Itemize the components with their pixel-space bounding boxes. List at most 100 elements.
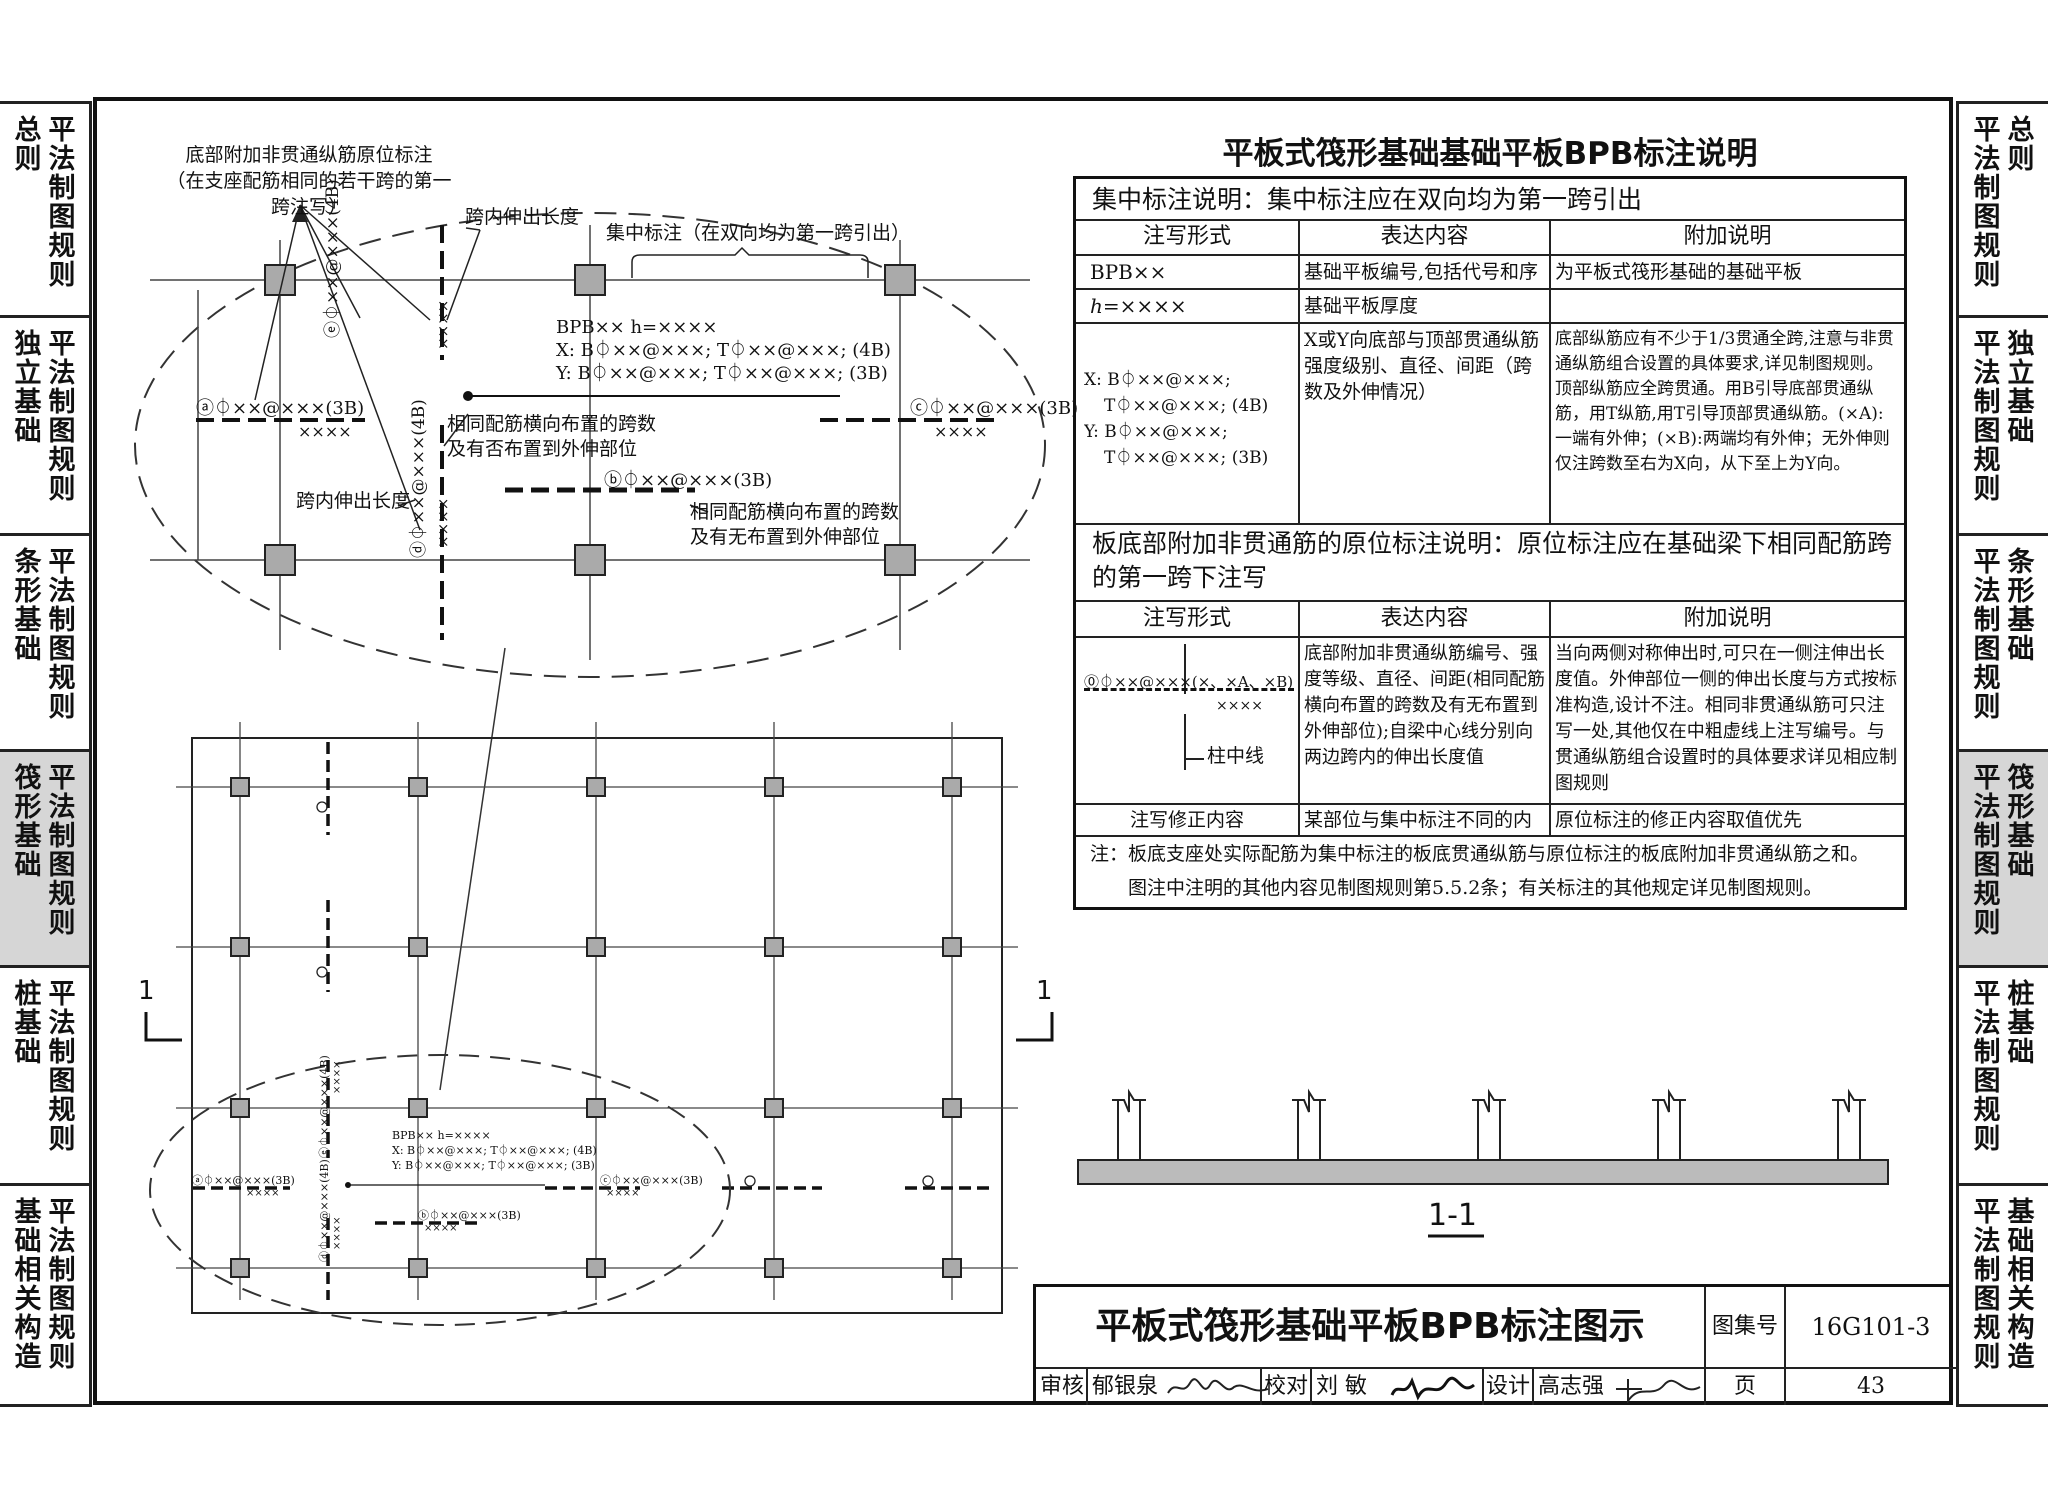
table-note-2: 图注中注明的其他内容见制图规则第5.5.2条；有关标注的其他规定详见制图规则。	[1128, 877, 1823, 899]
right-tab-text-b: 独立基础	[2007, 329, 2035, 447]
row4-form-label: ⓪⏀××@×××(×、×A、×B)	[1084, 673, 1294, 691]
tab-separator	[0, 1404, 92, 1407]
right-tab-2[interactable]: 平法制图规则独立基础	[1956, 318, 2048, 536]
row3-note: 底部纵筋应有不少于1/3贯通全跨,注意与非贯通纵筋组合设置的具体要求,详见制图规…	[1555, 329, 1894, 474]
section-cut-marks	[144, 1012, 1054, 1042]
detail-column	[574, 264, 606, 296]
row4-form: ⓪⏀××@×××(×、×A、×B) ×××× 柱中线	[1076, 638, 1298, 798]
left-tab-2[interactable]: 独立基础平法制图规则	[0, 318, 92, 536]
left-tab-text-b: 平法制图规则	[48, 763, 76, 939]
checker-signature	[1390, 1376, 1475, 1401]
tab-separator	[1956, 965, 2048, 968]
span-out-label-2: 跨内伸出长度	[296, 490, 411, 512]
sec1-title: 集中标注说明：集中标注应在双向均为第一跨引出	[1092, 185, 1643, 214]
hdr-note: 附加说明	[1683, 224, 1772, 249]
callout-leaders	[254, 204, 709, 531]
left-tab-text-a: 独立基础	[14, 329, 42, 447]
hdr2-content: 表达内容	[1380, 606, 1469, 631]
right-tab-text-a: 平法制图规则	[1973, 547, 2001, 723]
left-tab-3[interactable]: 条形基础平法制图规则	[0, 536, 92, 754]
atlas-number: 16G101-3	[1811, 1313, 1931, 1341]
bpb-centralized-annotation: BPB×× h=×××× X: B⏀××@×××; T⏀××@×××; (4B)…	[556, 316, 891, 385]
tab-separator	[1956, 749, 2048, 752]
right-tab-3[interactable]: 平法制图规则条形基础	[1956, 536, 2048, 754]
plan-outline	[191, 737, 1003, 1314]
tab-separator	[0, 101, 92, 104]
detail-connector	[439, 647, 506, 1091]
left-tab-6[interactable]: 基础相关构造平法制图规则	[0, 1186, 92, 1404]
drawing-title: 平板式筏形基础平板BPB标注图示	[1095, 1306, 1645, 1347]
row3-form-1: X: B⏀××@×××;	[1084, 370, 1231, 390]
left-tab-text-a: 桩基础	[14, 979, 42, 1068]
reviewer-name: 郁银泉	[1092, 1374, 1159, 1399]
row2-note	[1555, 290, 1900, 322]
row3-content: X或Y向底部与顶部贯通纵筋强度级别、直径、间距（跨数及外伸情况）	[1304, 329, 1540, 403]
label-b: ⓑ⏀××@×××(3B)	[604, 470, 773, 491]
right-tab-4[interactable]: 平法制图规则筏形基础	[1956, 752, 2048, 970]
plan-detail-ellipse	[149, 1054, 731, 1326]
right-tab-text-a: 平法制图规则	[1973, 115, 2001, 291]
row1-content: 基础平板编号,包括代号和序号	[1304, 261, 1539, 283]
row3-form-2: T⏀××@×××; (4B)	[1104, 396, 1269, 416]
left-tab-text-a: 基础相关构造	[14, 1197, 42, 1373]
plan-label-d: ⓓ⏀××@×××(4B)	[318, 1159, 331, 1262]
right-tab-6[interactable]: 平法制图规则基础相关构造	[1956, 1186, 2048, 1404]
hdr-content: 表达内容	[1380, 224, 1469, 249]
detail-rebar-lines	[196, 225, 1000, 640]
signature-row: 审核 郁银泉 校对 刘 敏 设计 高志强 页 43	[1036, 1369, 1956, 1405]
left-tab-4[interactable]: 筏形基础平法制图规则	[0, 752, 92, 970]
callout-line1: 底部附加非贯通纵筋原位标注	[185, 144, 433, 166]
plan-bpb-2: X: B⏀××@×××; T⏀××@×××; (4B)	[392, 1144, 597, 1157]
detail-callout: 底部附加非贯通纵筋原位标注 （在支座配筋相同的若干跨的第一跨注写）	[164, 142, 454, 220]
reviewer-signature	[1167, 1378, 1269, 1394]
drawing-frame	[93, 97, 1953, 1405]
design-label: 设计	[1486, 1374, 1531, 1399]
plan-xxxx-b: ××××	[424, 1223, 458, 1234]
row5-note: 原位标注的修正内容取值优先	[1555, 809, 1803, 831]
left-tab-text-b: 平法制图规则	[48, 329, 76, 505]
bpb-line-2: X: B⏀××@×××; T⏀××@×××; (4B)	[556, 340, 891, 361]
same2: 及有否布置到外伸部位	[447, 438, 638, 460]
plan-xxxx-c: ××××	[606, 1188, 640, 1199]
detail-column	[264, 544, 296, 576]
label-e: ⓔ⏀××@×××(4B)	[323, 179, 343, 338]
row5-form: 注写修正内容	[1129, 809, 1244, 831]
row4-note: 当向两侧对称伸出时,可只在一侧注伸出长度值。外伸部位一侧的伸出长度与方式按标准构…	[1555, 643, 1897, 794]
table-title: 平板式筏形基础基础平板BPB标注说明	[1222, 136, 1758, 172]
right-tab-5[interactable]: 平法制图规则桩基础	[1956, 968, 2048, 1186]
same4: 及有无布置到外伸部位	[690, 526, 881, 548]
row2-form: h=××××	[1090, 294, 1187, 318]
row3-form-4: T⏀××@×××; (3B)	[1104, 448, 1269, 468]
left-tab-text-b: 平法制图规则	[48, 979, 76, 1155]
row5-content: 某部位与集中标注不同的内容	[1304, 809, 1533, 831]
tab-separator	[0, 315, 92, 318]
detail-column	[884, 264, 916, 296]
left-tab-5[interactable]: 桩基础平法制图规则	[0, 968, 92, 1186]
left-tab-text-a: 总则	[14, 115, 42, 175]
plan-bpb-1: BPB×× h=××××	[392, 1129, 491, 1142]
check-label: 校对	[1264, 1374, 1309, 1399]
designer-name: 高志强	[1538, 1374, 1605, 1399]
row4-form-sub: ××××	[1216, 698, 1263, 714]
bpb-line-3: Y: B⏀××@×××; T⏀××@×××; (3B)	[556, 363, 888, 384]
section-columns	[1112, 1088, 1866, 1160]
right-tab-1[interactable]: 平法制图规则总则	[1956, 104, 2048, 322]
right-tab-text-b: 总则	[2007, 115, 2035, 175]
xxxx-e: ××××	[434, 299, 452, 350]
title-block: 平板式筏形基础平板BPB标注图示 图集号 16G101-3 审核 郁银泉 校对 …	[1033, 1284, 1956, 1405]
xxxx-c: ××××	[934, 422, 988, 441]
row4-content: 底部附加非贯通纵筋编号、强度等级、直径、间距(相同配筋横向布置的跨数及有无布置到…	[1304, 643, 1546, 768]
right-tab-text-b: 筏形基础	[2007, 763, 2035, 881]
xxxx-d: ××××	[434, 497, 452, 548]
left-tab-text-b: 平法制图规则	[48, 1197, 76, 1373]
tab-separator	[0, 965, 92, 968]
row4-form-axis: 柱中线	[1207, 745, 1265, 767]
detail-column	[574, 544, 606, 576]
hdr2-note: 附加说明	[1683, 606, 1772, 631]
bpb-line-1: BPB×× h=××××	[556, 317, 718, 338]
table-note-1: 注：板底支座处实际配筋为集中标注的板底贯通纵筋与原位标注的板底附加非贯通纵筋之和…	[1090, 843, 1870, 865]
atlas-label: 图集号	[1711, 1314, 1778, 1339]
section-mark-right: 1	[1036, 976, 1053, 1006]
left-tab-1[interactable]: 总则平法制图规则	[0, 104, 92, 322]
callout-line2: （在支座配筋相同的若干跨的第一跨注写）	[166, 170, 452, 218]
